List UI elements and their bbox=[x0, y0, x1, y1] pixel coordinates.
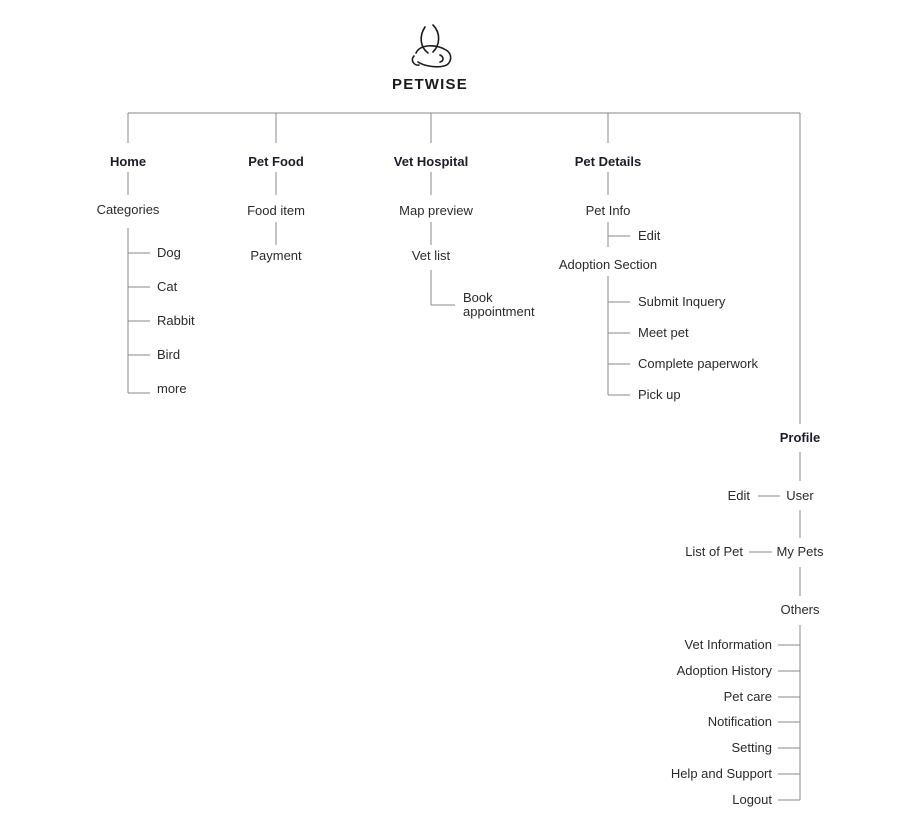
others-node: Others bbox=[780, 602, 820, 617]
food-item-node: Food item bbox=[247, 203, 305, 218]
list-of-pet-node: List of Pet bbox=[685, 544, 743, 559]
category-item: more bbox=[157, 381, 187, 396]
adoption-section-node: Adoption Section bbox=[558, 257, 658, 272]
profile-heading: Profile bbox=[779, 430, 821, 445]
payment-node: Payment bbox=[250, 248, 302, 263]
others-item: Notification bbox=[707, 714, 772, 729]
vet-list-node: Vet list bbox=[411, 248, 451, 263]
brand-name: PETWISE bbox=[392, 76, 468, 93]
user-edit-node: Edit bbox=[727, 488, 750, 503]
vet-hospital-heading: Vet Hospital bbox=[393, 154, 469, 169]
adoption-step: Submit Inquery bbox=[638, 294, 726, 309]
categories-node: Categories bbox=[96, 202, 160, 217]
category-item: Dog bbox=[157, 245, 181, 260]
home-heading: Home bbox=[109, 154, 147, 169]
pet-info-edit-node: Edit bbox=[638, 228, 661, 243]
category-item: Rabbit bbox=[157, 313, 195, 328]
pet-info-node: Pet Info bbox=[585, 203, 631, 218]
others-item: Adoption History bbox=[676, 663, 772, 678]
pet-food-heading: Pet Food bbox=[248, 154, 304, 169]
my-pets-node: My Pets bbox=[776, 544, 824, 559]
others-item: Logout bbox=[732, 792, 772, 807]
book-appointment-node-line1: Book bbox=[463, 290, 493, 305]
others-item: Help and Support bbox=[670, 766, 772, 781]
map-preview-node: Map preview bbox=[399, 203, 473, 218]
book-appointment-node-line2: appointment bbox=[463, 304, 535, 319]
rabbit-logo-icon bbox=[411, 24, 452, 68]
pet-details-heading: Pet Details bbox=[574, 154, 642, 169]
others-item: Pet care bbox=[723, 689, 772, 704]
category-item: Cat bbox=[157, 279, 178, 294]
adoption-step: Pick up bbox=[638, 387, 681, 402]
category-item: Bird bbox=[157, 347, 181, 362]
adoption-step: Complete paperwork bbox=[638, 356, 758, 371]
adoption-step: Meet pet bbox=[638, 325, 689, 340]
others-item: Vet Information bbox=[684, 637, 772, 652]
others-item: Setting bbox=[731, 740, 772, 755]
user-node: User bbox=[786, 488, 814, 503]
